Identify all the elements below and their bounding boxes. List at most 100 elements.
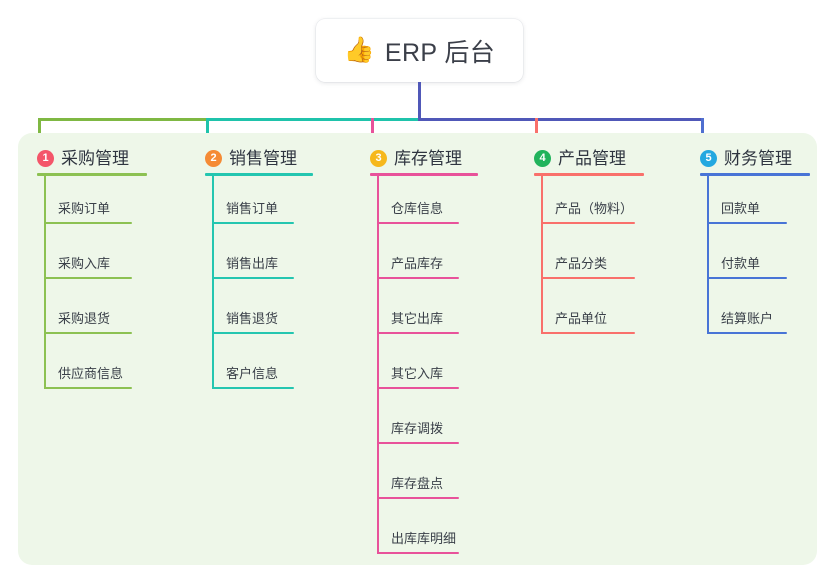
menu-item-label: 供应商信息	[58, 366, 124, 381]
menu-item-label: 其它出库	[391, 311, 444, 326]
content-panel: 1 采购管理采购订单采购入库采购退货供应商信息 2 销售管理销售订单销售出库销售退货客…	[18, 133, 817, 565]
menu-item-underline	[377, 387, 459, 389]
menu-item-underline	[541, 277, 635, 279]
column-title-5: 财务管理	[724, 148, 792, 168]
menu-item-label: 销售订单	[226, 201, 279, 216]
root-title: ERP 后台	[384, 38, 496, 67]
thumbs-up-icon: 👍	[343, 36, 375, 64]
menu-item[interactable]: 付款单	[707, 231, 787, 279]
column-spine-1	[44, 176, 46, 389]
column-underline-1	[37, 173, 147, 176]
root-node[interactable]: 👍 ERP 后台	[316, 19, 523, 82]
menu-item[interactable]: 产品（物料）	[541, 176, 635, 224]
column-title-3: 库存管理	[394, 148, 462, 168]
menu-item[interactable]: 销售订单	[212, 176, 294, 224]
column-underline-3	[370, 173, 478, 176]
menu-item[interactable]: 回款单	[707, 176, 787, 224]
menu-item[interactable]: 产品分类	[541, 231, 635, 279]
menu-item[interactable]: 产品单位	[541, 286, 635, 334]
bus-segment-1	[38, 118, 207, 121]
menu-item[interactable]: 客户信息	[212, 341, 294, 389]
menu-item-underline	[377, 497, 459, 499]
column-header-3[interactable]: 3 库存管理	[370, 146, 462, 170]
bus-segment-2	[206, 118, 420, 121]
column-title-1: 采购管理	[61, 148, 129, 168]
column-spine-5	[707, 176, 709, 334]
column-3: 3 库存管理仓库信息产品库存其它出库其它入库库存调拨库存盘点出库库明细	[370, 133, 518, 565]
menu-item-underline	[212, 222, 294, 224]
column-badge-2: 2	[205, 149, 222, 167]
menu-item-label: 产品分类	[555, 256, 608, 271]
menu-item-underline	[212, 387, 294, 389]
column-1: 1 采购管理采购订单采购入库采购退货供应商信息	[37, 133, 187, 565]
menu-item[interactable]: 供应商信息	[44, 341, 132, 389]
menu-item-underline	[377, 222, 459, 224]
menu-item-label: 出库库明细	[391, 531, 457, 546]
column-badge-1: 1	[37, 149, 54, 167]
menu-item-label: 库存盘点	[391, 476, 444, 491]
menu-item[interactable]: 采购退货	[44, 286, 132, 334]
menu-item-label: 结算账户	[721, 311, 774, 326]
column-title-2: 销售管理	[229, 148, 297, 168]
menu-item-underline	[377, 442, 459, 444]
menu-item-underline	[44, 277, 132, 279]
menu-item-label: 采购订单	[58, 201, 111, 216]
menu-item-underline	[212, 277, 294, 279]
menu-item[interactable]: 采购订单	[44, 176, 132, 224]
menu-item-underline	[212, 332, 294, 334]
menu-item-label: 客户信息	[226, 366, 279, 381]
column-badge-3: 3	[370, 149, 387, 167]
menu-item-label: 产品（物料）	[555, 201, 634, 216]
column-spine-2	[212, 176, 214, 389]
column-title-4: 产品管理	[558, 148, 626, 168]
menu-item-underline	[707, 222, 787, 224]
menu-item-label: 库存调拨	[391, 421, 444, 436]
menu-item-label: 其它入库	[391, 366, 444, 381]
menu-item[interactable]: 库存调拨	[377, 396, 459, 444]
menu-item[interactable]: 出库库明细	[377, 506, 459, 554]
menu-item[interactable]: 销售退货	[212, 286, 294, 334]
menu-item-label: 产品库存	[391, 256, 444, 271]
menu-item-underline	[377, 552, 459, 554]
column-header-2[interactable]: 2 销售管理	[205, 146, 297, 170]
column-underline-5	[700, 173, 810, 176]
menu-item-label: 采购退货	[58, 311, 111, 326]
column-badge-5: 5	[700, 149, 717, 167]
menu-item-underline	[707, 277, 787, 279]
column-header-5[interactable]: 5 财务管理	[700, 146, 792, 170]
column-underline-4	[534, 173, 644, 176]
menu-item[interactable]: 结算账户	[707, 286, 787, 334]
menu-item[interactable]: 其它入库	[377, 341, 459, 389]
column-2: 2 销售管理销售订单销售出库销售退货客户信息	[205, 133, 353, 565]
menu-item-underline	[541, 332, 635, 334]
menu-item[interactable]: 库存盘点	[377, 451, 459, 499]
menu-item-label: 产品单位	[555, 311, 608, 326]
menu-item-underline	[44, 222, 132, 224]
root-trunk-line	[418, 82, 421, 121]
menu-item-underline	[44, 332, 132, 334]
menu-item[interactable]: 其它出库	[377, 286, 459, 334]
menu-item-label: 回款单	[721, 201, 761, 216]
bus-segment-3	[418, 118, 703, 121]
menu-item[interactable]: 采购入库	[44, 231, 132, 279]
menu-item-underline	[377, 332, 459, 334]
menu-item-label: 销售出库	[226, 256, 279, 271]
column-badge-4: 4	[534, 149, 551, 167]
menu-item[interactable]: 仓库信息	[377, 176, 459, 224]
menu-item-label: 仓库信息	[391, 201, 444, 216]
column-header-4[interactable]: 4 产品管理	[534, 146, 626, 170]
column-5: 5 财务管理回款单付款单结算账户	[700, 133, 839, 565]
column-4: 4 产品管理产品（物料） 产品分类产品单位	[534, 133, 684, 565]
menu-item-label: 销售退货	[226, 311, 279, 326]
menu-item[interactable]: 产品库存	[377, 231, 459, 279]
menu-item[interactable]: 销售出库	[212, 231, 294, 279]
column-header-1[interactable]: 1 采购管理	[37, 146, 129, 170]
menu-item-label: 采购入库	[58, 256, 111, 271]
column-underline-2	[205, 173, 313, 176]
column-spine-3	[377, 176, 379, 554]
column-spine-4	[541, 176, 543, 334]
menu-item-underline	[707, 332, 787, 334]
menu-item-underline	[541, 222, 635, 224]
menu-item-underline	[377, 277, 459, 279]
